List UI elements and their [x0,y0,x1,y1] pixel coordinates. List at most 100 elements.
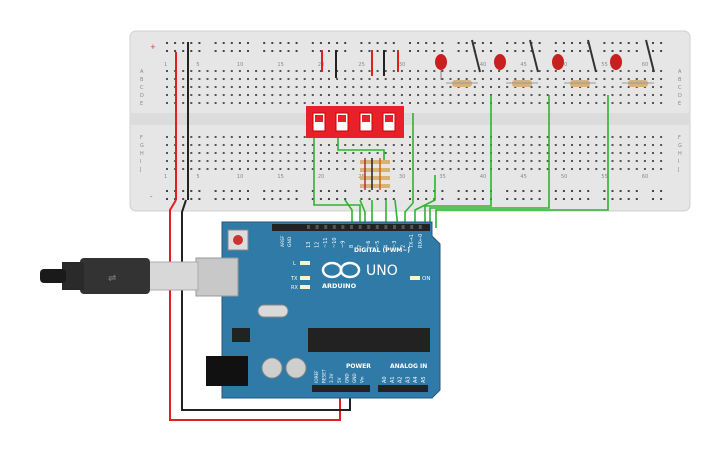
digital-pin[interactable] [367,225,371,229]
breadboard-hole [457,136,460,138]
breadboard-hole [287,168,290,170]
power-header [312,385,370,392]
breadboard-hole [311,152,314,154]
digital-pin[interactable] [410,225,414,229]
breadboard-hole [409,136,411,138]
column-number-top: 25 [358,62,364,68]
breadboard-hole [400,160,403,162]
breadboard-hole [538,94,541,96]
breadboard-hole [554,144,557,146]
breadboard-hole [571,136,573,138]
column-number-bottom: 5 [196,174,199,180]
breadboard-hole [263,86,266,88]
dip-switch-block[interactable] [306,106,404,138]
rail-hole [571,42,573,44]
breadboard-hole [652,102,654,104]
rail-hole [441,42,444,44]
arduino-pcb [221,221,441,399]
digital-pin[interactable] [315,225,319,229]
breadboard-hole [611,86,614,88]
row-letter: A [678,69,682,75]
breadboard-hole [376,94,379,96]
digital-pin[interactable] [358,225,362,229]
arduino-logo-icon [321,261,361,279]
rail-hole [319,42,322,44]
digital-pin[interactable] [418,225,422,229]
breadboard-hole [449,70,452,72]
breadboard-hole [465,168,468,170]
breadboard-hole [303,78,306,80]
rail-hole [562,198,565,200]
digital-pin[interactable] [350,225,353,229]
breadboard-hole [530,70,533,72]
rail-hole [457,50,460,52]
breadboard-hole [441,78,444,80]
breadboard-hole [263,168,266,170]
breadboard-hole [611,168,614,170]
breadboard-hole [538,70,541,72]
digital-pin[interactable] [324,225,328,229]
breadboard-hole [571,86,573,88]
breadboard-hole [255,94,258,96]
breadboard-hole [603,94,606,96]
rail-hole [222,42,225,44]
digital-pin[interactable] [375,225,379,229]
breadboard-hole [319,102,322,104]
breadboard-hole [344,160,347,162]
breadboard-hole [336,78,339,80]
breadboard-hole [652,144,654,146]
power-pin-label: Vin [360,376,365,383]
breadboard-hole [619,136,622,138]
breadboard-hole [498,168,501,170]
breadboard-hole [643,102,646,104]
digital-pin-label: 13 [306,242,312,248]
rail-hole [319,50,322,52]
row-letter: B [140,77,144,83]
column-number-bottom: 45 [520,174,526,180]
breadboard-hole [441,136,444,138]
breadboard-hole [587,144,590,146]
breadboard-hole [360,70,363,72]
breadboard-hole [457,70,460,72]
breadboard-hole [587,94,590,96]
breadboard-hole [214,94,217,96]
rail-hole [635,198,638,200]
breadboard-hole [376,86,379,88]
breadboard-hole [481,94,484,96]
breadboard-hole [506,94,509,96]
breadboard-hole [473,168,476,170]
rail-hole [222,50,225,52]
rail-hole [230,50,233,52]
breadboard-hole [206,136,209,138]
breadboard-hole [247,144,249,146]
breadboard-hole [182,160,185,162]
rail-hole [652,190,654,192]
digital-pin[interactable] [307,225,310,229]
digital-pin[interactable] [401,225,405,229]
analog-header [378,385,428,392]
rail-hole [238,198,241,200]
rail-hole [635,50,638,52]
rail-hole [166,190,168,192]
breadboard-hole [182,144,185,146]
breadboard-hole [643,160,646,162]
breadboard-hole [587,78,590,80]
breadboard-hole [498,70,501,72]
power-pin-label: 5V [337,377,342,383]
led-1 [435,39,481,87]
breadboard-hole [409,78,411,80]
arduino-board[interactable]: ARDUINO UNO DIGITAL (PWM~) POWER ANALOG … [195,221,441,399]
rail-hole [368,50,371,52]
breadboard-hole [481,152,484,154]
digital-pin[interactable] [384,225,388,229]
digital-pin[interactable] [393,225,396,229]
breadboard-hole [481,160,484,162]
row-letter: D [140,93,144,99]
rail-hole [360,50,363,52]
breadboard-hole [619,78,622,80]
breadboard-hole [579,78,582,80]
rail-hole [660,42,663,44]
digital-pin[interactable] [341,225,345,229]
breadboard-hole [222,70,225,72]
digital-pin[interactable] [332,225,336,229]
